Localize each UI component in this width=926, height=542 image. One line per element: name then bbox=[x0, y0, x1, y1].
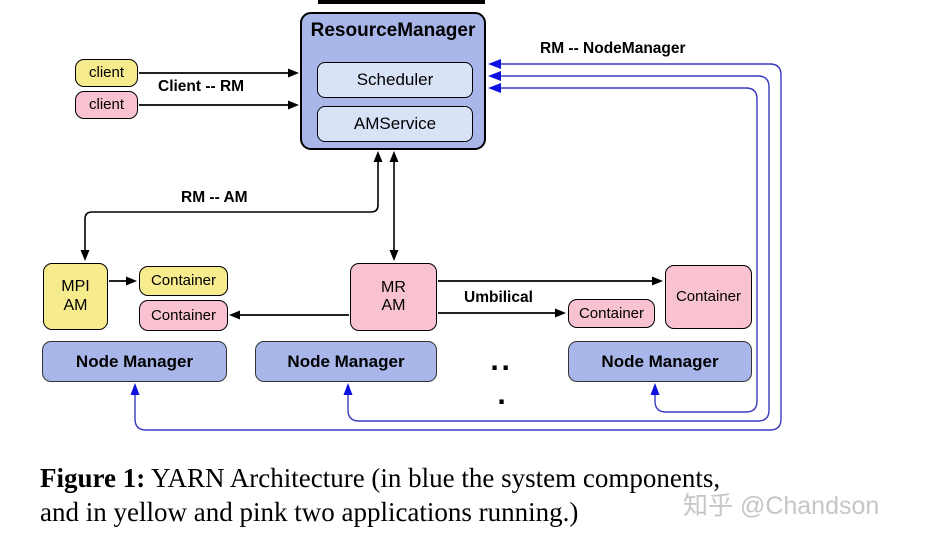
resource-manager-box: ResourceManager Scheduler AMService bbox=[300, 12, 486, 150]
client-box-pink: client bbox=[75, 91, 138, 119]
mpi-am-box: MPI AM bbox=[43, 263, 108, 330]
client-box-yellow: client bbox=[75, 59, 138, 87]
rm-nm-wire-middle bbox=[343, 71, 770, 422]
node-manager-box-1: Node Manager bbox=[42, 341, 227, 382]
edge-label-rm-nodemanager: RM -- NodeManager bbox=[540, 40, 686, 57]
node-manager-label: Node Manager bbox=[75, 351, 194, 371]
container-label: Container bbox=[150, 272, 217, 290]
caption-line-1: Figure 1: YARN Architecture (in blue the… bbox=[40, 461, 860, 495]
arrowhead-into-nm3 bbox=[650, 383, 660, 395]
amservice-box: AMService bbox=[317, 106, 473, 142]
mr-am-box: MR AM bbox=[350, 263, 437, 331]
mpi-container-arrow bbox=[109, 276, 137, 286]
mr-big-container-arrow bbox=[438, 276, 663, 286]
container-label: Container bbox=[578, 304, 645, 322]
caption-line-2: and in yellow and pink two applications … bbox=[40, 497, 579, 527]
rm-am-path-mpi bbox=[80, 151, 383, 261]
client-rm-arrow-bottom bbox=[139, 100, 299, 110]
mr-am-line2: AM bbox=[381, 297, 406, 314]
arrowhead-into-rm-2 bbox=[488, 71, 501, 81]
container-box-small-right: Container bbox=[568, 299, 655, 328]
arrowhead-into-nm1 bbox=[130, 383, 140, 395]
arrowhead-into-rm-1 bbox=[488, 59, 501, 69]
caption-prefix: Figure 1: bbox=[40, 463, 146, 493]
arrowhead-into-rm-3 bbox=[488, 83, 501, 93]
rm-nm-wire-inner bbox=[488, 83, 758, 413]
container-label: Container bbox=[675, 288, 742, 306]
scheduler-label: Scheduler bbox=[356, 70, 434, 90]
zhihu-watermark: 知乎 @Chandson bbox=[683, 492, 880, 520]
node-manager-box-3: Node Manager bbox=[568, 341, 752, 382]
node-manager-box-2: Node Manager bbox=[255, 341, 437, 382]
mpi-am-line2: AM bbox=[63, 296, 88, 314]
container-label: Container bbox=[150, 306, 217, 324]
client-label: client bbox=[88, 64, 125, 82]
edge-label-umbilical: Umbilical bbox=[464, 289, 533, 306]
figure-caption: Figure 1: YARN Architecture (in blue the… bbox=[40, 461, 860, 529]
mr-left-container-arrow bbox=[229, 310, 349, 320]
resource-manager-title: ResourceManager bbox=[310, 20, 476, 41]
mr-am-line1: MR bbox=[381, 278, 406, 296]
rm-am-path-mr bbox=[389, 151, 399, 261]
node-manager-label: Node Manager bbox=[287, 351, 405, 371]
mr-small-container-arrow bbox=[438, 308, 566, 318]
client-rm-arrow-top bbox=[139, 68, 299, 78]
rm-nm-wire-outer bbox=[130, 59, 782, 431]
mpi-am-line1: MPI bbox=[61, 278, 90, 296]
container-box-yellow: Container bbox=[139, 266, 228, 296]
amservice-label: AMService bbox=[353, 114, 437, 134]
crop-artifact-bar bbox=[318, 0, 485, 4]
scheduler-box: Scheduler bbox=[317, 62, 473, 98]
ellipsis-dots-top: .. bbox=[490, 348, 513, 376]
arrowhead-into-nm2 bbox=[343, 383, 353, 395]
ellipsis-dot-bottom: . bbox=[497, 382, 509, 410]
node-manager-label: Node Manager bbox=[601, 351, 719, 371]
container-box-big-right: Container bbox=[665, 265, 752, 329]
container-box-pink-left: Container bbox=[139, 300, 228, 331]
caption-line1-text: YARN Architecture (in blue the system co… bbox=[145, 463, 721, 493]
client-label: client bbox=[88, 96, 125, 114]
edge-label-client-rm: Client -- RM bbox=[158, 78, 245, 95]
edge-label-rm-am: RM -- AM bbox=[181, 189, 248, 206]
